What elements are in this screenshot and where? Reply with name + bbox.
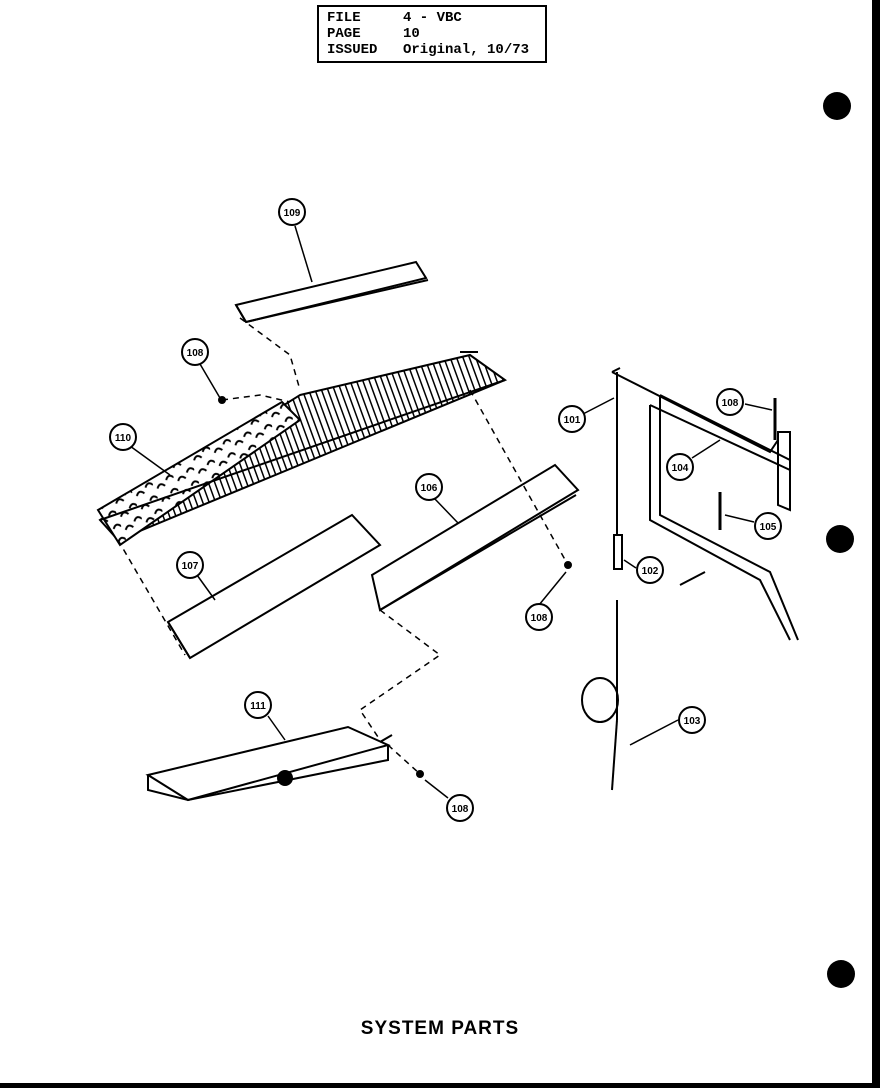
- callout-111-text: 111: [250, 701, 266, 712]
- page-row: PAGE 10: [327, 27, 420, 42]
- callout-105-text: 105: [760, 522, 777, 533]
- assembly-dashed-lines: [117, 317, 569, 775]
- callout-103-text: 103: [684, 716, 701, 727]
- issued-row: ISSUED Original, 10/73: [327, 43, 529, 58]
- callout-108-upper-right: 108: [716, 388, 744, 416]
- part-110-coil: [96, 351, 508, 547]
- callout-109: 109: [278, 198, 306, 226]
- page-edge-bottom: [0, 1083, 880, 1088]
- callout-102: 102: [636, 556, 664, 584]
- callout-104-text: 104: [672, 463, 689, 474]
- part-101-capillary-tube: [581, 367, 779, 791]
- callout-106-text: 106: [421, 483, 438, 494]
- file-row: FILE 4 - VBC: [327, 11, 462, 26]
- diagram-caption: SYSTEM PARTS: [360, 1018, 520, 1039]
- callout-108-top: 108: [181, 338, 209, 366]
- callout-leaders: [129, 225, 773, 799]
- callout-107-text: 107: [182, 561, 199, 572]
- part-107-panel: [166, 513, 382, 660]
- file-value: 4 - VBC: [403, 10, 462, 26]
- callout-110: 110: [109, 423, 137, 451]
- callout-102-text: 102: [642, 566, 659, 577]
- part-105-bracket: [718, 398, 777, 530]
- page-value: 10: [403, 26, 420, 42]
- callout-108d-text: 108: [722, 398, 739, 409]
- binder-hole-middle: [826, 525, 854, 553]
- file-label: FILE: [327, 10, 361, 26]
- file-info-box: FILE 4 - VBC PAGE 10 ISSUED Original, 10/73: [317, 5, 547, 63]
- issued-label: ISSUED: [327, 42, 378, 58]
- callout-110-text: 110: [115, 433, 132, 444]
- page-label: PAGE: [327, 26, 361, 42]
- callout-108a-text: 108: [187, 348, 204, 359]
- page-edge-right: [872, 0, 880, 1088]
- callout-105: 105: [754, 512, 782, 540]
- callout-101: 101: [558, 405, 586, 433]
- part-111-drain-pan: [145, 725, 393, 802]
- callout-104: 104: [666, 453, 694, 481]
- callout-108c-text: 108: [452, 804, 469, 815]
- part-106-panel: [370, 463, 580, 612]
- callout-103: 103: [678, 706, 706, 734]
- binder-hole-bottom: [827, 960, 855, 988]
- callout-108-bottom: 108: [446, 794, 474, 822]
- callout-111: 111: [244, 691, 272, 719]
- part-109-top-channel: [234, 260, 429, 324]
- callout-107: 107: [176, 551, 204, 579]
- callout-108b-text: 108: [531, 613, 548, 624]
- callout-101-text: 101: [564, 415, 581, 426]
- callout-108-right: 108: [525, 603, 553, 631]
- binder-hole-top: [823, 92, 851, 120]
- part-104-tube: [649, 394, 799, 641]
- callout-106: 106: [415, 473, 443, 501]
- issued-value: Original, 10/73: [403, 42, 530, 58]
- callout-109-text: 109: [284, 208, 301, 219]
